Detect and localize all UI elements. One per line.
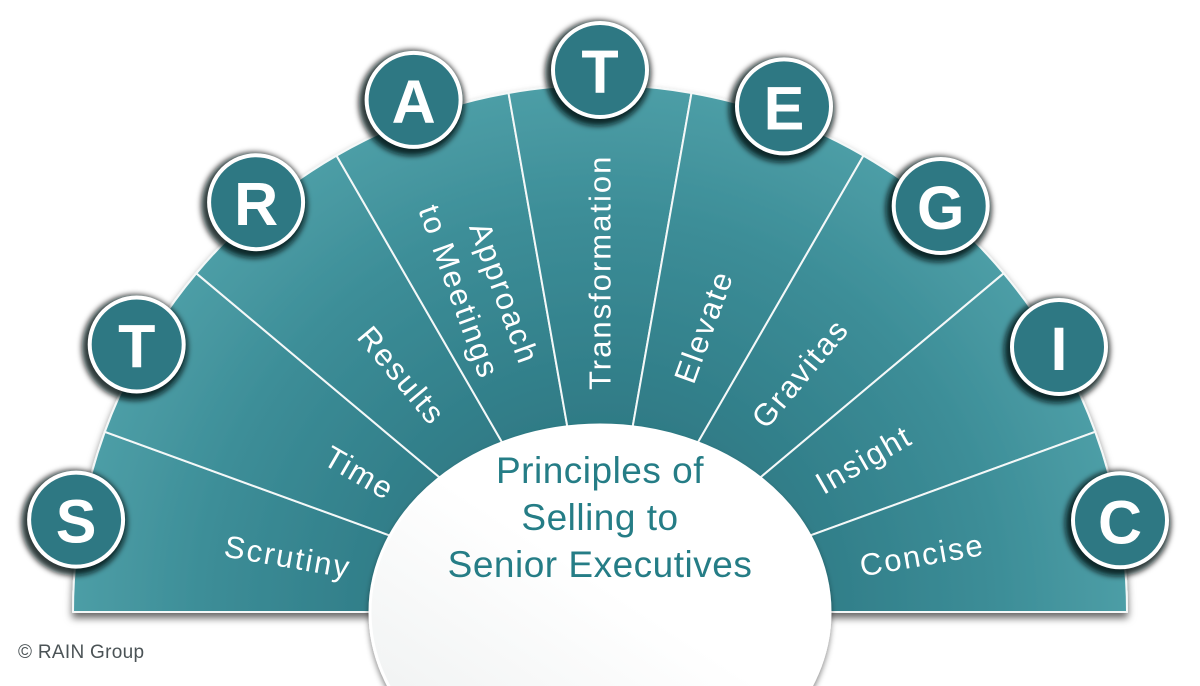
badge-letter: R bbox=[234, 170, 278, 238]
copyright-text: © RAIN Group bbox=[18, 642, 145, 663]
title-line-2: Selling to bbox=[521, 497, 679, 538]
badge-circle bbox=[891, 157, 990, 255]
title-line-3: Senior Executives bbox=[447, 544, 753, 585]
letter-badge-6-e: E bbox=[729, 56, 835, 163]
page-title: Principles of Selling to Senior Executiv… bbox=[0, 447, 1200, 588]
center-dome bbox=[368, 423, 832, 686]
badge-circle bbox=[1010, 298, 1108, 396]
letter-badge-3-r: R bbox=[201, 152, 308, 259]
badge-letter: G bbox=[917, 174, 964, 242]
badge-letter: E bbox=[764, 74, 805, 142]
badge-circle bbox=[207, 153, 306, 252]
badge-letter: C bbox=[1098, 488, 1142, 556]
letter-badge-5-t: T bbox=[545, 20, 651, 126]
letter-badge-1-s: S bbox=[21, 469, 128, 576]
badge-letter: T bbox=[118, 313, 155, 381]
badge-circle bbox=[551, 21, 649, 119]
badge-circle bbox=[1071, 471, 1169, 570]
segment-label-transformation: Transformation bbox=[583, 155, 618, 390]
letter-badge-4-a: A bbox=[358, 49, 465, 156]
badge-circle bbox=[735, 57, 833, 156]
badge-letter: A bbox=[392, 68, 436, 136]
svg-text:Transformation: Transformation bbox=[583, 155, 618, 390]
title-line-1: Principles of bbox=[495, 450, 705, 491]
badge-circle bbox=[27, 470, 126, 569]
letter-badge-8-i: I bbox=[1004, 297, 1110, 403]
badge-circle bbox=[87, 295, 186, 394]
badge-letter: T bbox=[581, 38, 618, 106]
letter-badge-7-g: G bbox=[885, 156, 992, 262]
badge-circle bbox=[364, 50, 463, 149]
badge-letter: S bbox=[56, 488, 97, 556]
badge-letter: I bbox=[1051, 315, 1068, 383]
letter-badge-2-t: T bbox=[81, 294, 188, 401]
letter-badge-9-c: C bbox=[1065, 470, 1171, 577]
